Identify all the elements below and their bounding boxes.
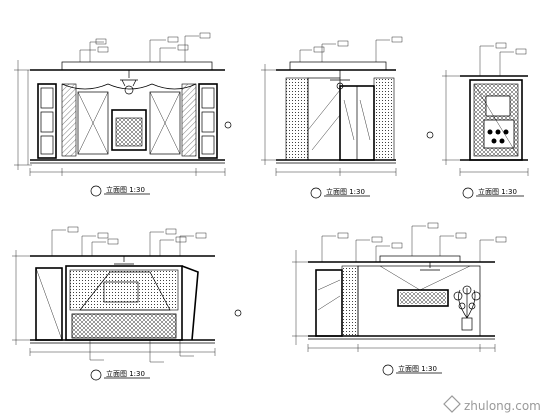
plant-icon bbox=[453, 285, 481, 331]
elevation-view-4: 立面图 1:30 bbox=[12, 226, 242, 381]
elevation-view-5: 立面图 1:30 bbox=[292, 222, 507, 376]
watermark: zhulong.com bbox=[443, 395, 541, 413]
elevation-view-1: 立面图 1:30 bbox=[14, 32, 232, 197]
view-title-5: 立面图 1:30 bbox=[398, 364, 437, 373]
view-title-4: 立面图 1:30 bbox=[106, 369, 145, 378]
view-title-1: 立面图 1:30 bbox=[106, 185, 145, 194]
elevation-view-2: 立面图 1:30 bbox=[261, 36, 403, 199]
elevation-view-3: 立面图 1:30 bbox=[426, 42, 529, 199]
watermark-text: zhulong.com bbox=[464, 399, 541, 413]
view-title-3: 立面图 1:30 bbox=[478, 187, 517, 196]
view-title-2: 立面图 1:30 bbox=[326, 187, 365, 196]
